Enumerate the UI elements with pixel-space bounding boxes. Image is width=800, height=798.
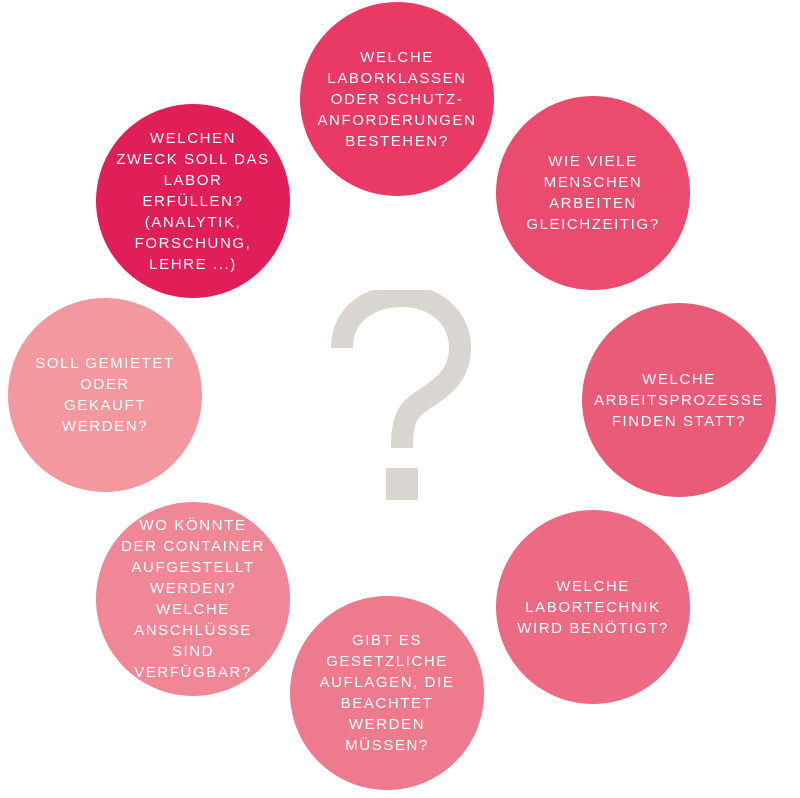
bubble-menschen: WIE VIELE MENSCHEN ARBEITEN GLEICHZEITIG…: [496, 96, 690, 290]
bubble-gesetzliche-auflagen: GIBT ES GESETZLICHE AUFLAGEN, DIE BEACHT…: [290, 596, 484, 790]
bubble-zweck: WELCHEN ZWECK SOLL DAS LABOR ERFÜLLEN? (…: [96, 104, 290, 298]
bubble-arbeitsprozesse: WELCHE ARBEITSPROZESSE FINDEN STATT?: [582, 303, 776, 497]
bubble-gesetzliche-auflagen-text: GIBT ES GESETZLICHE AUFLAGEN, DIE BEACHT…: [319, 632, 455, 754]
bubble-labortechnik: WELCHE LABORTECHNIK WIRD BENÖTIGT?: [496, 510, 690, 704]
bubble-container-standort: WO KÖNNTE DER CONTAINER AUFGESTELLT WERD…: [96, 502, 290, 696]
bubble-zweck-text: WELCHEN ZWECK SOLL DAS LABOR ERFÜLLEN? (…: [116, 129, 270, 273]
question-mark-icon: [331, 290, 471, 500]
bubble-mieten-kaufen-text: SOLL GEMIETET ODER GEKAUFT WERDEN?: [35, 355, 175, 435]
bubble-labortechnik-text: WELCHE LABORTECHNIK WIRD BENÖTIGT?: [517, 577, 669, 637]
bubble-container-standort-text: WO KÖNNTE DER CONTAINER AUFGESTELLT WERD…: [121, 517, 265, 681]
bubble-laborklassen: WELCHE LABORKLASSEN ODER SCHUTZ- ANFORDE…: [300, 2, 494, 196]
bubble-laborklassen-text: WELCHE LABORKLASSEN ODER SCHUTZ- ANFORDE…: [317, 48, 477, 150]
bubble-menschen-text: WIE VIELE MENSCHEN ARBEITEN GLEICHZEITIG…: [526, 153, 660, 233]
bubble-mieten-kaufen: SOLL GEMIETET ODER GEKAUFT WERDEN?: [8, 298, 202, 492]
bubble-arbeitsprozesse-text: WELCHE ARBEITSPROZESSE FINDEN STATT?: [594, 370, 764, 430]
